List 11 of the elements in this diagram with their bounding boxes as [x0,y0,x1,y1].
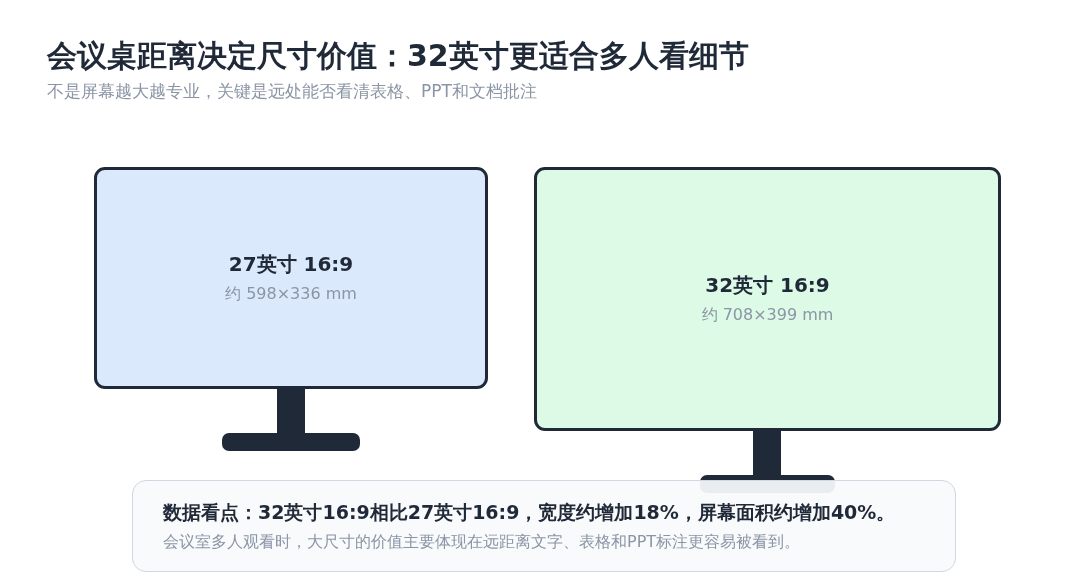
note-text: 会议室多人观看时，大尺寸的价值主要体现在远距离文字、表格和PPT标注更容易被看到。 [163,531,801,553]
screen-dimension-label: 约 598×336 mm [225,283,357,305]
note-highlight: 数据看点：32英寸16:9相比27英寸16:9，宽度约增加18%，屏幕面积约增加40%。 [163,500,896,525]
screen-size-label: 32英寸 16:9 [705,272,830,298]
note-panel [132,480,956,572]
monitor-screen [534,167,1001,431]
screen-dimension-label: 约 708×399 mm [701,304,834,326]
screen-size-label: 27英寸 16:9 [228,251,354,277]
title: 会议桌距离决定尺寸价值：32英寸更适合多人看细节 [47,38,749,74]
monitor-screen [94,167,488,389]
subtitle: 不是屏幕越大越专业，关键是远处能否看清表格、PPT和文档批注 [47,80,537,102]
